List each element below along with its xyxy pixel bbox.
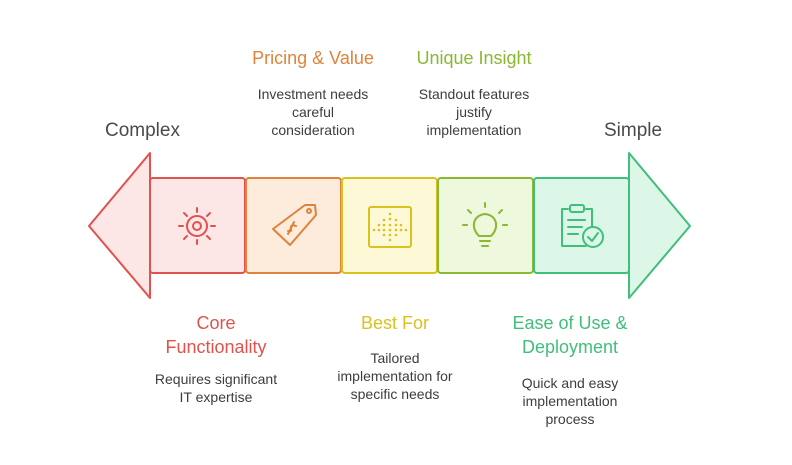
pricing-value-title: Pricing & Value — [252, 48, 374, 68]
right-arrowhead — [628, 152, 691, 299]
segment-ease-of-use — [533, 177, 630, 274]
core-functionality-title: Core Functionality — [165, 313, 267, 357]
best-for-description: Tailored implementation for specific nee… — [337, 350, 453, 402]
gear-icon — [178, 207, 216, 245]
segment-core-functionality — [149, 177, 246, 274]
segment-unique-insight — [437, 177, 534, 274]
unique-insight-description: Standout features justify implementation — [418, 86, 530, 138]
unique-insight-title: Unique Insight — [416, 48, 532, 68]
grid-target-icon — [368, 206, 412, 248]
right-end-label: Simple — [604, 120, 663, 141]
ease-of-use-title: Ease of Use & Deployment — [512, 313, 628, 357]
best-for-title: Best For — [360, 313, 430, 333]
lightbulb-icon — [462, 202, 508, 247]
core-functionality-description: Requires significant IT expertise — [154, 371, 278, 405]
price-tag-icon — [272, 204, 317, 246]
left-end-label: Complex — [105, 120, 180, 141]
pricing-value-description: Investment needs careful consideration — [257, 86, 369, 138]
left-arrowhead — [88, 152, 151, 299]
clipboard-check-icon — [561, 204, 604, 248]
ease-of-use-description: Quick and easy implementation process — [521, 375, 619, 427]
